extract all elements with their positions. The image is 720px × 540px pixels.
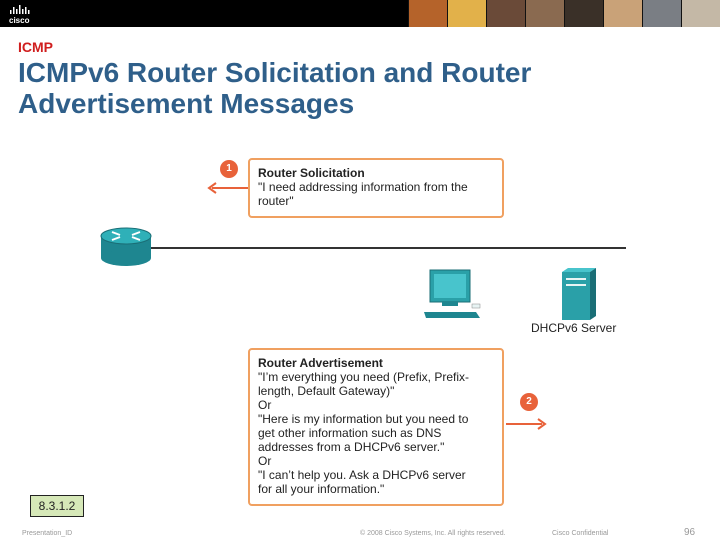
section-label: ICMP [18,39,53,55]
footer-presentation-id: Presentation_ID [22,530,73,537]
callout-line: "I need addressing information from the [258,180,468,194]
banner-photo [603,0,642,27]
router-icon [100,227,152,266]
photo-strip [408,0,720,27]
network-link [150,247,626,249]
server-icon [562,268,596,320]
right-arrow-icon [506,418,547,430]
callout-line: "I’m everything you need (Prefix, Prefix… [258,370,470,384]
cisco-logo-icon: cisco [9,5,30,24]
page-number: 96 [684,527,696,538]
callout-line: length, Default Gateway)" [258,384,395,398]
callout-line: router" [258,194,294,208]
callout-line: get other information such as DNS [258,426,442,440]
callout-line: Or [258,454,272,468]
banner-photo [408,0,447,27]
footer-confidential: Cisco Confidential [552,530,609,537]
left-arrow-icon [207,182,248,194]
banner-photo [486,0,525,27]
banner-photo [525,0,564,27]
callout-line: for all your information." [258,482,385,496]
callout-line: addresses from a DHCPv6 server." [258,440,445,454]
footer-copyright: © 2008 Cisco Systems, Inc. All rights re… [360,530,506,537]
server-label: DHCPv6 Server [531,321,617,335]
pc-icon [424,269,481,318]
step-badge-1: 1 [220,160,238,178]
router-solicitation-callout: Router Solicitation "I need addressing i… [248,158,504,218]
callout-heading: Router Advertisement [258,356,383,370]
step-badge-2: 2 [520,393,538,411]
banner-photo [447,0,486,27]
router-advertisement-callout: Router Advertisement "I’m everything you… [248,348,504,506]
callout-line: "I can’t help you. Ask a DHCPv6 server [258,468,466,482]
page-title: ICMPv6 Router Solicitation and Router Ad… [18,57,532,119]
callout-line: "Here is my information but you need to [258,412,469,426]
banner-photo [564,0,603,27]
banner-photo [642,0,681,27]
logo-text: cisco [9,16,30,24]
top-banner: cisco [0,0,720,27]
slide-id-badge: 8.3.1.2 [30,495,84,517]
callout-line: Or [258,398,272,412]
banner-photo [681,0,720,27]
callout-heading: Router Solicitation [258,166,365,180]
